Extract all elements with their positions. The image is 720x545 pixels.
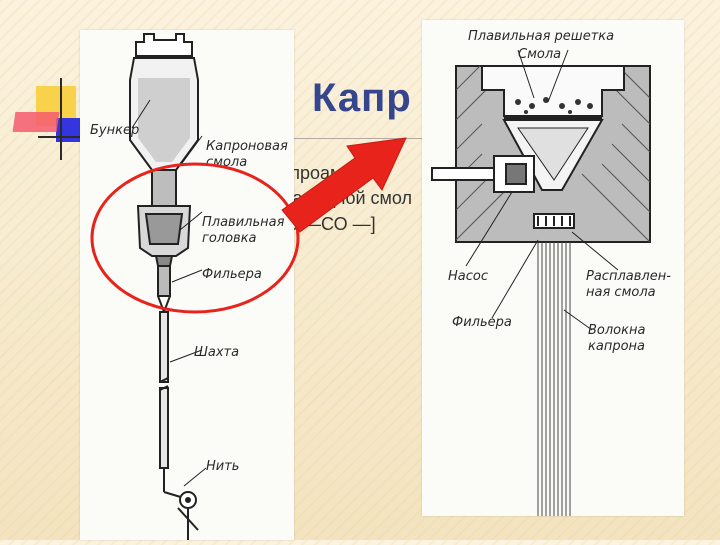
label-spinneret-right: Фильера (452, 315, 512, 330)
spinning-apparatus-drawing: Бункер Капроновая смола Плавильная голов… (80, 30, 294, 540)
label-fibers-line1: Волокна (588, 323, 645, 338)
label-thread: Нить (206, 459, 239, 474)
label-bunker: Бункер (90, 123, 139, 138)
label-resin: Смола (518, 47, 561, 62)
label-molten-resin-line2: ная смола (586, 285, 656, 300)
label-resin-line2: смола (206, 155, 247, 170)
label-resin-line1: Капроновая (206, 139, 288, 154)
slide-title: Капр (312, 76, 412, 121)
label-spinneret: Фильера (202, 267, 262, 282)
label-pump: Насос (448, 269, 488, 284)
label-molten-resin-line1: Расплавлен- (586, 269, 671, 284)
label-fibers-line2: капрона (588, 339, 645, 354)
melting-grid-drawing: Плавильная решетка Смола Насос Расплавле… (422, 20, 684, 516)
label-head-line2: головка (202, 231, 257, 246)
melting-grid-diagram: Плавильная решетка Смола Насос Расплавле… (422, 20, 684, 516)
deco-pink-square (13, 112, 60, 132)
spinning-apparatus-diagram: Бункер Капроновая смола Плавильная голов… (80, 30, 294, 540)
label-shaft: Шахта (194, 345, 239, 360)
label-melting-grid: Плавильная решетка (468, 29, 614, 44)
deco-vertical-line (60, 78, 62, 160)
label-head-line1: Плавильная (202, 215, 285, 230)
